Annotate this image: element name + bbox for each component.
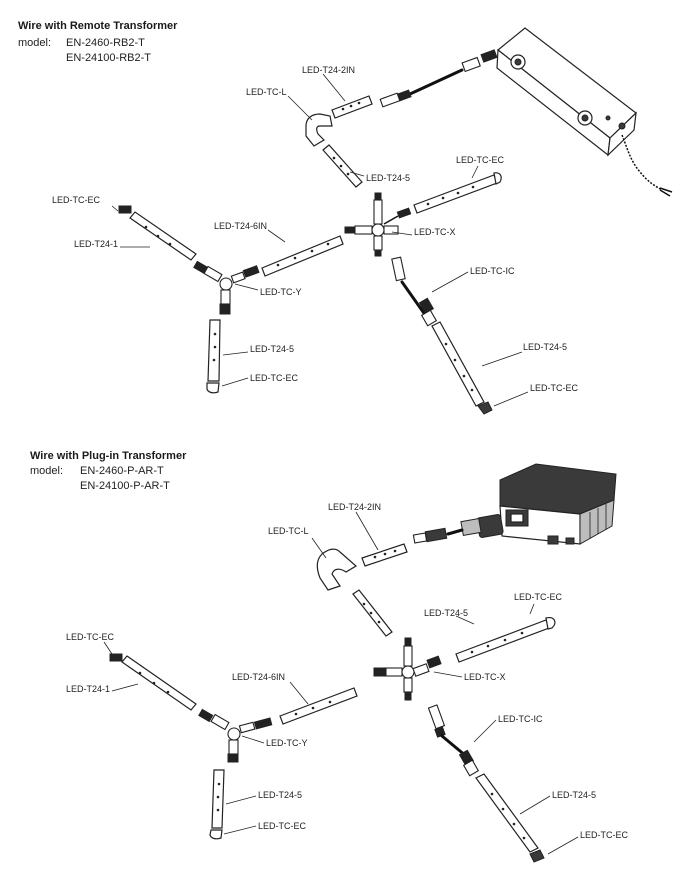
part-label: LED-T24-5: [250, 344, 294, 354]
corner-connector: [316, 548, 358, 591]
remote-transformer-box: [496, 27, 673, 197]
led-strip: [331, 95, 373, 119]
led-strip: [261, 235, 344, 277]
part-label: LED-T24-6IN: [214, 221, 267, 231]
x-connector: [344, 192, 412, 257]
section-title: Wire with Plug-in Transformer: [30, 450, 187, 462]
part-label: LED-T24-5: [523, 342, 567, 352]
led-strip: [322, 144, 363, 188]
part-label: LED-TC-EC: [66, 632, 115, 642]
led-strip: [279, 687, 358, 725]
model-label: model:: [18, 37, 52, 49]
led-strip: [352, 589, 393, 637]
part-label: LED-T24-5: [258, 790, 302, 800]
part-label: LED-TC-EC: [580, 830, 629, 840]
part-label: LED-TC-X: [464, 672, 506, 682]
model-number: EN-24100-P-AR-T: [80, 480, 170, 492]
model-label: model:: [30, 465, 64, 477]
section-title: Wire with Remote Transformer: [18, 20, 178, 32]
part-label: LED-T24-2IN: [302, 65, 355, 75]
x-connector: [373, 637, 442, 701]
model-number: EN-24100-RB2-T: [66, 52, 151, 64]
model-number: EN-2460-RB2-T: [66, 37, 145, 49]
in-line-connector: [391, 256, 438, 327]
part-label: LED-T24-2IN: [328, 502, 381, 512]
led-strip: [118, 205, 197, 261]
part-label: LED-TC-EC: [250, 373, 299, 383]
part-label: LED-T24-5: [424, 608, 468, 618]
in-line-connector: [427, 704, 480, 777]
transformer-cable: [412, 514, 504, 544]
part-label: LED-TC-EC: [530, 383, 579, 393]
part-label: LED-TC-L: [268, 526, 309, 536]
part-label: LED-TC-EC: [514, 592, 563, 602]
part-label: LED-T24-1: [74, 239, 118, 249]
part-label: LED-TC-IC: [470, 266, 515, 276]
part-label: LED-TC-L: [246, 87, 287, 97]
part-label: LED-TC-EC: [52, 195, 101, 205]
led-strip: [209, 769, 225, 840]
led-strip: [475, 773, 545, 863]
model-number: EN-2460-P-AR-T: [80, 465, 164, 477]
part-label: LED-T24-5: [552, 790, 596, 800]
corner-connector: [305, 113, 333, 147]
part-label: LED-TC-EC: [456, 155, 505, 165]
part-label: LED-T24-6IN: [232, 672, 285, 682]
led-strip: [109, 653, 197, 711]
transformer-cable: [379, 49, 498, 108]
plugin-transformer-section: Wire with Plug-in Transformer model: EN-…: [0, 440, 690, 884]
remote-transformer-section: Wire with Remote Transformer model: EN-2…: [0, 0, 690, 440]
part-label: LED-TC-Y: [260, 287, 302, 297]
led-strip: [206, 319, 221, 394]
led-strip: [361, 543, 408, 567]
wiring-diagram: LED-T24-2IN LED-TC-L LED-TC-EC LED-T24-5…: [52, 27, 673, 415]
led-strip: [413, 172, 502, 214]
led-strip: [455, 617, 556, 663]
part-label: LED-TC-EC: [258, 821, 307, 831]
y-connector: [193, 260, 260, 315]
part-label: LED-T24-5: [366, 173, 410, 183]
part-label: LED-T24-1: [66, 684, 110, 694]
part-label: LED-TC-Y: [266, 738, 308, 748]
part-label: LED-TC-X: [414, 227, 456, 237]
part-label: LED-TC-IC: [498, 714, 543, 724]
wiring-diagram: LED-T24-2IN LED-TC-L LED-TC-EC LED-T24-5…: [66, 463, 629, 863]
y-connector: [198, 708, 273, 763]
led-strip: [431, 321, 493, 415]
plugin-transformer: [499, 463, 617, 545]
